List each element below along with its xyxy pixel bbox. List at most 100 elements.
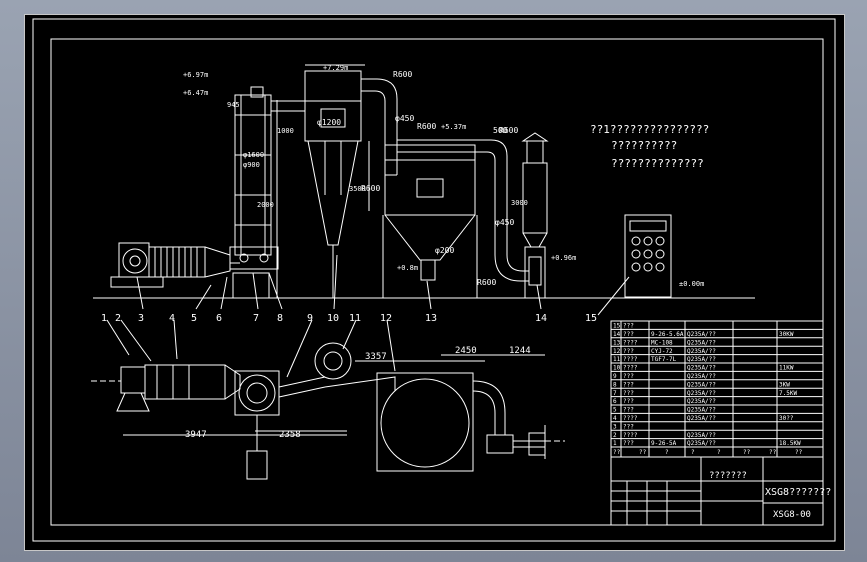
table-cell: ??? [623, 331, 634, 338]
dim-r600-label: R600 [477, 278, 496, 287]
dim-d1200-label: φ1200 [317, 118, 341, 127]
table-cell: ??? [623, 398, 634, 405]
table-cell: 10 [613, 365, 621, 372]
callout-11: 11 [349, 313, 361, 324]
table-cell: ???? [623, 356, 638, 363]
table-cell: 9-26-5.6A [651, 331, 684, 338]
dim-r600-label: R600 [499, 126, 518, 135]
elevation-label: +7.29m [323, 64, 348, 72]
title-box-label: ??????? [709, 471, 747, 481]
plan-view [91, 342, 565, 480]
table-cell: CYJ-72 [651, 348, 673, 355]
callout-13: 13 [425, 313, 437, 324]
table-cell: 14 [613, 331, 621, 338]
table-cell: Q235A/?? [687, 398, 716, 405]
title-block [610, 456, 824, 526]
callout-9: 9 [307, 313, 313, 324]
table-cell: ??? [623, 440, 634, 447]
table-header-cell: ?? [769, 449, 777, 456]
drawing-name: XSG8??????? [765, 487, 831, 498]
table-cell: ???? [623, 365, 638, 372]
table-header-cell: ? [691, 449, 695, 456]
dim-3500-label: 3500 [349, 185, 366, 193]
table-cell: 3KW [779, 381, 790, 388]
table-cell: 6 [613, 398, 617, 405]
dim-2000-label: 2000 [257, 201, 274, 209]
callout-1: 1 [101, 313, 107, 324]
table-cell: 12 [613, 348, 621, 355]
table-cell: ??? [623, 390, 634, 397]
table-cell: 15 [613, 323, 621, 330]
connecting-duct [361, 78, 475, 176]
callout-3: 3 [138, 313, 144, 324]
table-cell: 2 [613, 432, 617, 439]
table-cell: MC-108 [651, 339, 673, 346]
table-cell: 30KW [779, 331, 794, 338]
sheet-inner-border [50, 38, 824, 526]
elevation-label: +0.96m [551, 254, 576, 262]
elevation-label: +6.47m [183, 89, 208, 97]
drying-tower [229, 86, 305, 299]
table-cell: Q235A/?? [687, 339, 716, 346]
table-header-cell: ?? [795, 449, 803, 456]
sheet-outer-border [32, 18, 836, 542]
elevation-label: +5.37m [441, 123, 466, 131]
dim-d450-label: φ450 [395, 114, 414, 123]
dim-d900-label: φ900 [243, 161, 260, 169]
dim-1244-label: 1244 [509, 346, 531, 356]
chimney [521, 132, 549, 299]
cad-viewport[interactable]: ??1??????????????? ?????????? ??????????… [24, 14, 845, 551]
callout-5: 5 [191, 313, 197, 324]
table-header-cell: ? [665, 449, 669, 456]
callout-12: 12 [380, 313, 392, 324]
burner-duct-elevation [148, 246, 240, 278]
elevation-label: ±0.00m [679, 280, 704, 288]
elevation-label: +6.97m [183, 71, 208, 79]
table-cell: Q235A/?? [687, 331, 716, 338]
table-cell: ??? [623, 407, 634, 414]
dimension-lines [123, 64, 545, 436]
table-cell: 11KW [779, 365, 794, 372]
dim-r600-label: R600 [393, 70, 412, 79]
table-header-cell: ?? [639, 449, 647, 456]
callout-4: 4 [169, 313, 175, 324]
table-cell: Q235A/?? [687, 390, 716, 397]
table-cell: Q235A/?? [687, 381, 716, 388]
table-cell: 7.5KW [779, 390, 797, 397]
note-line-3: ?????????????? [611, 157, 704, 170]
table-cell: ???? [623, 432, 638, 439]
dim-3000-label: 3000 [511, 199, 528, 207]
callout-2: 2 [115, 313, 121, 324]
table-cell: 7 [613, 390, 617, 397]
dim-d450-label: φ450 [495, 218, 514, 227]
callout-8: 8 [277, 313, 283, 324]
dim-500-label: 500 [493, 126, 508, 135]
callout-15: 15 [585, 313, 597, 324]
table-cell: 30?? [779, 415, 794, 422]
dim-3947-label: 3947 [185, 430, 207, 440]
table-cell: ??? [623, 373, 634, 380]
dim-3357-label: 3357 [365, 352, 387, 362]
callout-leaders [106, 254, 630, 378]
elevation-label: +0.8m [397, 264, 418, 272]
control-cabinet-elevation [624, 214, 672, 298]
table-header-cell: ?? [613, 449, 621, 456]
table-cell: ???? [623, 339, 638, 346]
engineering-drawing: ??1??????????????? ?????????? ??????????… [32, 18, 836, 542]
dim-2450-label: 2450 [455, 346, 477, 356]
table-cell: Q235A/?? [687, 365, 716, 372]
dim-2358-label: 2358 [279, 430, 301, 440]
dim-r600-label: R600 [361, 184, 380, 193]
table-cell: Q235A/?? [687, 356, 716, 363]
table-cell: 9 [613, 373, 617, 380]
table-cell: Q235A/?? [687, 440, 716, 447]
callout-14: 14 [535, 313, 547, 324]
table-header-cell: ?? [743, 449, 751, 456]
table-header-cell: ? [717, 449, 721, 456]
bag-filter-elevation [382, 144, 478, 298]
table-cell: Q235A/?? [687, 348, 716, 355]
cyclone-separator [276, 70, 362, 298]
table-cell: ??? [623, 348, 634, 355]
table-cell: ??? [623, 423, 634, 430]
table-cell: 5 [613, 407, 617, 414]
